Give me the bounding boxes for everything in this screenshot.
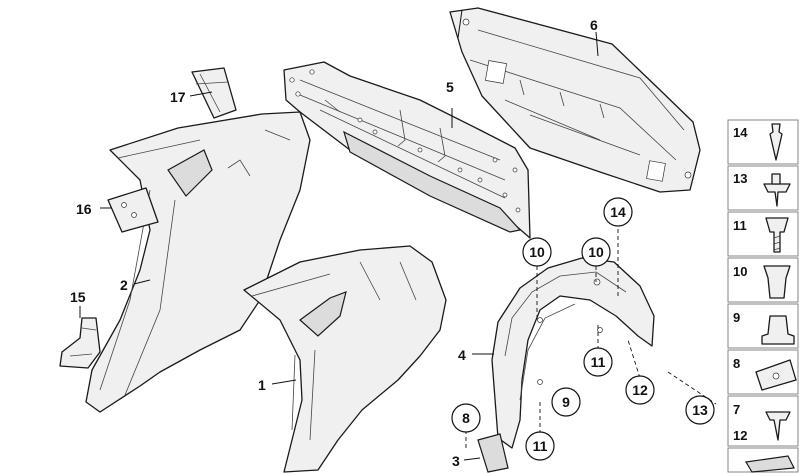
- svg-text:14: 14: [733, 125, 748, 140]
- side-item-14: 14: [727, 119, 799, 165]
- svg-text:10: 10: [733, 264, 747, 279]
- svg-text:9: 9: [733, 310, 740, 325]
- plain-callouts: 1 2 3 4 5 6 15 16 17: [70, 17, 598, 469]
- screw-icon: [763, 183, 791, 207]
- callout-8: 8: [462, 410, 470, 426]
- side-item-13: 13: [727, 165, 799, 211]
- part-3-mud-flap: [477, 433, 509, 473]
- side-item-11: 11: [727, 211, 799, 257]
- callout-3: 3: [452, 453, 460, 469]
- screw-icon: [765, 217, 789, 253]
- svg-text:7: 7: [733, 402, 740, 417]
- svg-text:11: 11: [733, 218, 747, 233]
- part-17-bracket: [191, 67, 237, 119]
- callout-11a: 11: [591, 354, 606, 370]
- callout-16: 16: [76, 201, 92, 217]
- expanding-nut-icon: [761, 315, 795, 345]
- part-15-bracket: [59, 317, 101, 369]
- svg-text:12: 12: [733, 428, 747, 443]
- plate-icon: [745, 455, 795, 473]
- circled-callouts: 10 10 14 11 12 13 9 11 8: [451, 197, 715, 461]
- callout-1: 1: [258, 377, 266, 393]
- side-item-7-12: 7 12: [727, 395, 799, 447]
- part-1-side-panel: [243, 245, 447, 473]
- side-item-blank: [727, 447, 799, 473]
- part-5-shelf-member: [283, 61, 531, 239]
- clip-nut-icon: [763, 265, 791, 299]
- callout-10a: 10: [529, 244, 545, 260]
- part-4-wheel-arch-liner: [491, 257, 655, 449]
- bolt-icon: [769, 123, 783, 161]
- callout-17: 17: [170, 89, 186, 105]
- side-item-9: 9: [727, 303, 799, 349]
- callout-10b: 10: [588, 244, 604, 260]
- callout-14: 14: [610, 204, 626, 220]
- part-2-side-panel: [85, 111, 311, 413]
- side-item-10: 10: [727, 257, 799, 303]
- callout-6: 6: [590, 17, 598, 33]
- svg-text:13: 13: [733, 171, 747, 186]
- callout-2: 2: [120, 277, 128, 293]
- part-6-rear-panel: [449, 7, 701, 193]
- callout-12: 12: [632, 382, 648, 398]
- side-item-8: 8: [727, 349, 799, 395]
- shelf-holes: [289, 69, 521, 213]
- callout-15: 15: [70, 289, 86, 305]
- svg-text:8: 8: [733, 356, 740, 371]
- callout-4: 4: [458, 347, 466, 363]
- callout-9: 9: [562, 394, 570, 410]
- part-16-bracket: [107, 187, 159, 233]
- callout-13: 13: [692, 402, 708, 418]
- callout-11b: 11: [533, 438, 548, 454]
- callout-5: 5: [446, 79, 454, 95]
- fastener-side-panel: 14 13 11 10 9 8: [727, 119, 799, 473]
- screw-icon: [765, 411, 791, 441]
